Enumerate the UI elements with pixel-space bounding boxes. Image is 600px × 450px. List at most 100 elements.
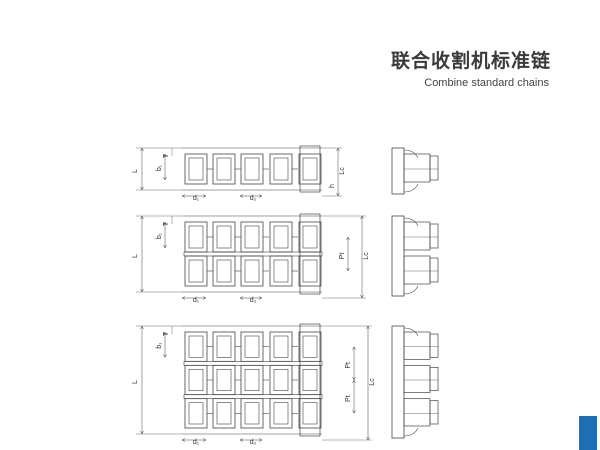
- label-b1-3: b₁: [156, 342, 163, 349]
- link-plate-3-1-4: [269, 331, 293, 362]
- dim-Pt-3-2-head-a: [352, 379, 356, 384]
- link-plate-2-2-3: [240, 255, 264, 287]
- label-Pt-2-1: Pt: [339, 253, 346, 260]
- side-view-2: [391, 215, 439, 297]
- dim-d1-2-head-a: [181, 296, 186, 300]
- link-roller-1-1-5: [302, 157, 318, 181]
- side-roller-block-3-2: [403, 364, 431, 394]
- side-pin-head-3-2: [429, 366, 439, 392]
- link-roller-3-2-3: [244, 369, 260, 391]
- side-plate-2: [391, 215, 405, 297]
- link-plate-1-1-1: [184, 153, 208, 185]
- side-pin-head-2-1: [429, 223, 439, 249]
- side-curve-bot-1: [403, 183, 419, 193]
- link-roller-1-1-3: [244, 157, 260, 181]
- side-curve-bot-2: [403, 285, 419, 295]
- dim-d1-1-head-b: [202, 194, 207, 198]
- link-roller-3-3-5: [302, 402, 318, 425]
- label-L-2: L: [132, 254, 139, 258]
- label-Lc-1: Lc: [339, 167, 346, 175]
- link-roller-3-3-1: [188, 402, 204, 425]
- dim-d2-3-head-a: [239, 438, 244, 442]
- dim-Pt-2-1-head-a: [346, 236, 350, 241]
- link-roller-3-2-5: [302, 369, 318, 391]
- link-roller-2-2-5: [302, 259, 318, 283]
- side-pin-head-2-2: [429, 257, 439, 283]
- side-roller-block-3-3: [403, 398, 431, 427]
- label-T-3: T: [163, 331, 170, 336]
- end-plate-3: [299, 323, 321, 437]
- label-b1-2: b₁: [156, 232, 163, 239]
- dim-d1-1-head-a: [181, 194, 186, 198]
- link-roller-2-1-2: [216, 225, 232, 249]
- link-plate-2-1-1: [184, 221, 208, 253]
- link-roller-2-1-4: [273, 225, 289, 249]
- label-Lc-3: Lc: [369, 378, 376, 386]
- link-plate-3-1-3: [240, 331, 264, 362]
- link-plate-2-2-2: [212, 255, 236, 287]
- dim-d2-3-head-b: [258, 438, 263, 442]
- side-pin-head-3-3: [429, 400, 439, 425]
- dim-d1-3-head-b: [202, 438, 207, 442]
- side-roller-block-2-1: [403, 221, 431, 251]
- link-roller-3-2-1: [188, 369, 204, 391]
- dim-b1-2-head-a: [163, 221, 167, 226]
- row-spacer-3-1: [183, 361, 323, 366]
- link-roller-2-2-3: [244, 259, 260, 283]
- side-roller-block-2-2: [403, 255, 431, 285]
- dim-Pt-3-1-head-a: [352, 346, 356, 350]
- dim-Pt-2-1-head-b: [346, 267, 350, 272]
- link-roller-1-1-2: [216, 157, 232, 181]
- side-curve-bot-3: [403, 427, 419, 437]
- label-Pt-3-2: Pt: [345, 395, 352, 402]
- dim-d2-1-head-a: [239, 194, 244, 198]
- link-plate-3-2-4: [269, 364, 293, 396]
- link-plate-2-1-4: [269, 221, 293, 253]
- side-plate-3: [391, 325, 405, 439]
- dim-b1-1-head-b: [163, 176, 167, 181]
- link-roller-3-1-3: [244, 335, 260, 358]
- link-plate-1-1-4: [269, 153, 293, 185]
- dim-d2-1-head-b: [258, 194, 263, 198]
- dim-b1-2-head-b: [163, 244, 167, 249]
- link-plate-3-1-1: [184, 331, 208, 362]
- link-roller-2-1-5: [302, 225, 318, 249]
- label-T-2: T: [163, 221, 170, 226]
- side-pin-head-1-1: [429, 155, 439, 181]
- page-title-en: Combine standard chains: [424, 77, 549, 89]
- label-d2-3: d₂: [250, 439, 257, 446]
- link-plate-2-1-2: [212, 221, 236, 253]
- link-roller-3-3-3: [244, 402, 260, 425]
- link-plate-3-3-2: [212, 398, 236, 429]
- row-spacer-2-1: [183, 251, 323, 257]
- label-T-1: T: [163, 153, 170, 158]
- link-plate-2-2-1: [184, 255, 208, 287]
- link-plate-3-2-5: [298, 364, 322, 396]
- side-curve-top-3: [403, 327, 419, 337]
- link-plate-2-2-4: [269, 255, 293, 287]
- link-roller-3-3-4: [273, 402, 289, 425]
- link-plate-3-3-5: [298, 398, 322, 429]
- link-plate-3-2-2: [212, 364, 236, 396]
- link-roller-3-1-1: [188, 335, 204, 358]
- end-plate-1: [299, 145, 321, 193]
- dim-d2-2-head-b: [258, 296, 263, 300]
- label-b1-1: b₁: [156, 164, 163, 171]
- dim-Pt-3-2-head-b: [352, 410, 356, 414]
- link-plate-3-2-3: [240, 364, 264, 396]
- link-plate-2-2-5: [298, 255, 322, 287]
- link-plate-3-3-1: [184, 398, 208, 429]
- link-plate-3-3-3: [240, 398, 264, 429]
- label-Lc-2: Lc: [363, 252, 370, 260]
- link-plate-1-1-5: [298, 153, 322, 185]
- link-roller-3-2-4: [273, 369, 289, 391]
- label-d1-1: d₁: [193, 195, 200, 202]
- label-d2-2: d₂: [250, 297, 257, 304]
- side-curve-top-2: [403, 217, 419, 227]
- label-L-1: L: [132, 169, 139, 173]
- link-plate-1-1-3: [240, 153, 264, 185]
- link-plate-3-2-1: [184, 364, 208, 396]
- side-view-1: [391, 147, 439, 195]
